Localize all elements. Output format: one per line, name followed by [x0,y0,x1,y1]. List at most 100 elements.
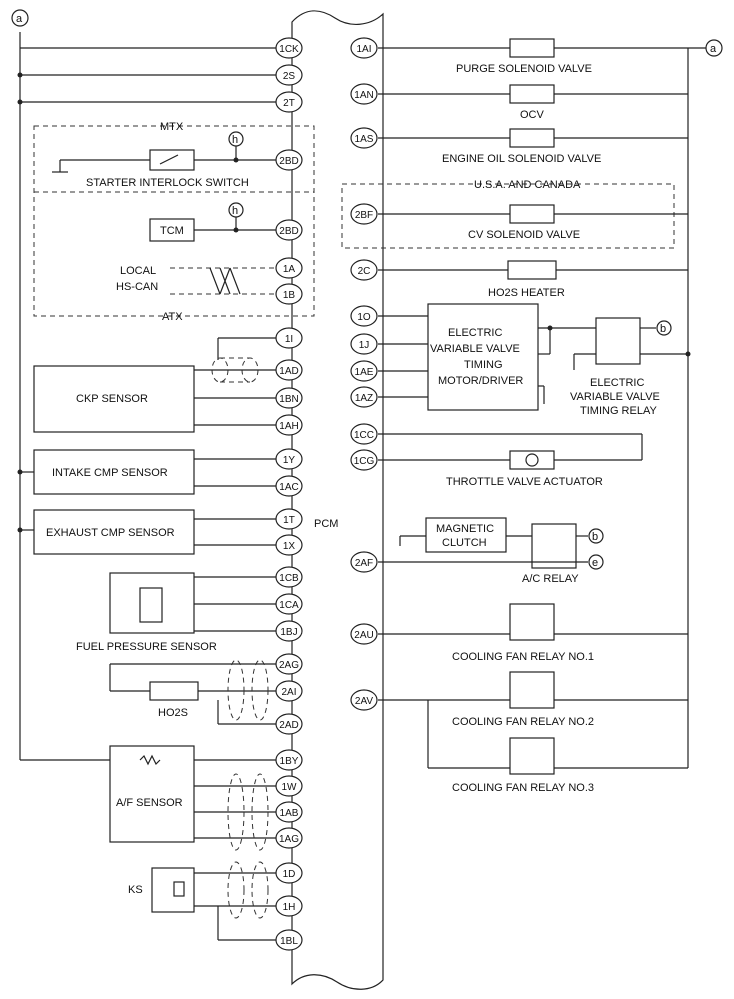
exhaust-cmp-label: EXHAUST CMP SENSOR [46,527,175,539]
right-pin-9 [350,423,378,445]
evvt-motor-line2: VARIABLE VALVE [430,343,520,355]
right-pin-4 [350,259,378,281]
hs-can-label: HS-CAN [116,281,158,293]
left-pin-label-15: 1CB [279,573,299,584]
right-pin-1 [350,83,378,105]
right-pin-0 [350,37,378,59]
left-pin-17 [275,620,303,642]
purge-label: PURGE SOLENOID VALVE [456,63,592,75]
left-pin-label-3: 2BD [279,156,298,167]
right-pin-6 [350,333,378,355]
right-wiring: a PURGE SOLENOID VALVE OCV ENGINE OIL SO… [341,38,723,794]
right-pin-5 [350,305,378,327]
fuel-pressure-label: FUEL PRESSURE SENSOR [76,641,217,653]
left-pin-18 [275,653,303,675]
ref-b-1: b [660,323,666,335]
left-pin-label-23: 1AB [280,808,299,819]
left-pin-label-10: 1AH [279,421,298,432]
ref-a-left-label: a [16,13,23,25]
ref-a-left [11,9,29,27]
ref-a-right-label: a [710,43,717,55]
ref-h-2: h [232,205,238,217]
left-pin-label-9: 1BN [279,394,298,405]
ho2s-heater-label: HO2S HEATER [488,287,565,299]
left-pin-label-25: 1D [283,869,296,880]
left-pin-15 [275,566,303,588]
left-pin-11 [275,448,303,470]
left-pin-label-1: 2S [283,71,296,82]
right-pin-label-3: 2BF [355,210,373,221]
right-pin-label-0: 1AI [356,44,371,55]
ho2s-label: HO2S [158,707,188,719]
left-pin-3 [275,149,303,171]
left-pin-13 [275,508,303,530]
left-pin-21 [275,749,303,771]
right-pin-label-7: 1AE [355,367,374,378]
left-pin-label-13: 1T [283,515,295,526]
mtx-label: MTX [160,121,184,133]
left-pin-5 [275,257,303,279]
starter-interlock-label: STARTER INTERLOCK SWITCH [86,177,249,189]
right-pin-2 [350,127,378,149]
right-pin-label-10: 1CG [354,456,375,467]
left-pin-label-12: 1AC [279,482,298,493]
right-pin-8 [350,386,378,408]
left-pin-label-22: 1W [282,782,298,793]
left-pin-27 [275,929,303,951]
right-pin-label-2: 1AS [355,134,374,145]
ref-e: e [592,557,598,569]
left-pin-group: 1CK2S2T2BD2BD1A1B1I1AD1BN1AH1Y1AC1T1X1CB… [275,37,303,951]
fan2-label: COOLING FAN RELAY NO.2 [452,716,594,728]
ref-h-1: h [232,134,238,146]
left-pin-16 [275,593,303,615]
ref-b-2: b [592,531,598,543]
left-pin-label-0: 1CK [279,44,299,55]
right-pin-label-9: 1CC [354,430,374,441]
usa-canada-label: U.S.A. AND CANADA [474,179,581,191]
right-pin-7 [350,360,378,382]
left-pin-label-16: 1CA [279,600,299,611]
right-pin-13 [350,689,378,711]
evvt-relay-line3: TIMING RELAY [580,405,657,417]
pcm-label: PCM [314,518,338,530]
left-pin-label-24: 1AG [279,834,299,845]
left-pin-0 [275,37,303,59]
cv-solenoid-label: CV SOLENOID VALVE [468,229,580,241]
right-pin-label-8: 1AZ [355,393,373,404]
right-pin-11 [350,551,378,573]
atx-label: ATX [162,311,183,323]
right-pin-label-6: 1J [359,340,370,351]
left-pin-10 [275,414,303,436]
left-pin-label-21: 1BY [280,756,299,767]
right-pin-label-13: 2AV [355,696,373,707]
intake-cmp-label: INTAKE CMP SENSOR [52,467,168,479]
evvt-relay-line2: VARIABLE VALVE [570,391,660,403]
left-pin-label-20: 2AD [279,720,298,731]
magnetic-clutch-line1: MAGNETIC [436,523,494,535]
left-pin-25 [275,862,303,884]
evvt-relay-line1: ELECTRIC [590,377,644,389]
ks-label: KS [128,884,143,896]
ckp-sensor-label: CKP SENSOR [76,393,148,405]
left-pin-label-4: 2BD [279,226,298,237]
left-pin-6 [275,283,303,305]
left-pin-1 [275,64,303,86]
left-pin-7 [275,327,303,349]
left-pin-label-2: 2T [283,98,295,109]
left-pin-label-26: 1H [283,902,296,913]
left-pin-24 [275,827,303,849]
right-pin-10 [350,449,378,471]
evvt-motor-line4: MOTOR/DRIVER [438,375,523,387]
magnetic-clutch-line2: CLUTCH [442,537,487,549]
evvt-motor-line3: TIMING [464,359,503,371]
right-pin-label-1: 1AN [354,90,373,101]
left-pin-label-8: 1AD [279,366,298,377]
left-pin-22 [275,775,303,797]
tcm-label: TCM [160,225,184,237]
left-pin-label-19: 2AI [281,687,296,698]
left-pin-4 [275,219,303,241]
left-pin-label-27: 1BL [280,936,298,947]
evvt-motor-line1: ELECTRIC [448,327,502,339]
